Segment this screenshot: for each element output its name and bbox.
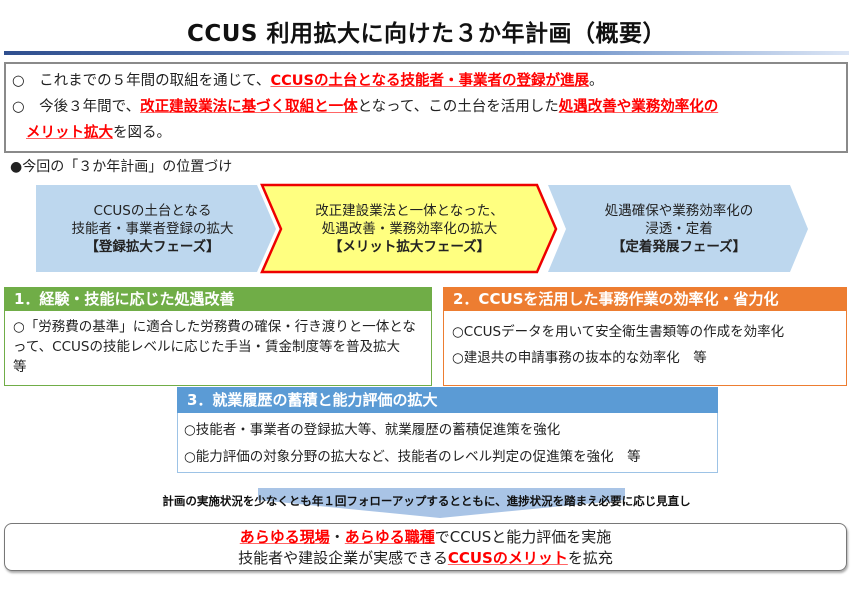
section-2-body: ○CCUSデータを用いて安全衛生書類等の作成を効率化 ○建退共の申請事務の抜本的な… (443, 311, 847, 386)
highlight-text: メリット拡大 (26, 125, 113, 141)
section-item: ○建退共の申請事務の抜本的な効率化 等 (452, 350, 707, 366)
text: 今後３年間で、 (24, 99, 141, 115)
text: となって、この土台を活用した (357, 99, 559, 115)
section-item: ○「労務費の基準」に適合した労務費の確保・行き渡りと一体となって、CCUSの技能… (13, 319, 416, 375)
conclusion-line-2: 技能者や建設企業が実感できるCCUSのメリットを拡充 (5, 548, 846, 569)
highlight-text: 改正建設業法に基づく取組と一体 (140, 99, 358, 115)
highlight-text: あらゆる職種 (344, 528, 435, 546)
section-3-body: ○技能者・事業者の登録拡大等、就業履歴の蓄積促進策を強化 ○能力評価の対象分野の拡… (177, 413, 718, 473)
text: を拡充 (567, 549, 613, 567)
phase-name: 【メリット拡大フェーズ】 (328, 239, 491, 255)
phase-2: 改正建設業法と一体となった、処遇改善・業務効率化の拡大【メリット拡大フェーズ】 (282, 202, 537, 256)
phase-text: CCUSの土台となる (93, 203, 212, 219)
phase-1: CCUSの土台となる技能者・事業者登録の拡大【登録拡大フェーズ】 (40, 202, 265, 256)
phase-arrow-2 (260, 183, 558, 274)
phase-text: 技能者・事業者登録の拡大 (71, 221, 234, 237)
phase-name: 【定着発展フェーズ】 (611, 239, 747, 255)
section-1-body: ○「労務費の基準」に適合した労務費の確保・行き渡りと一体となって、CCUSの技能… (4, 311, 432, 386)
phase-text: 浸透・定着 (645, 221, 713, 237)
text: 技能者や建設企業が実感できる (238, 549, 448, 567)
page-title: CCUS 利用拡大に向けた３か年計画（概要） (186, 21, 666, 47)
section-item: ○CCUSデータを用いて安全衛生書類等の作成を効率化 (452, 324, 785, 340)
section-1-header: 1．経験・技能に応じた処遇改善 (4, 287, 432, 311)
summary-line-2: ○ 今後３年間で、改正建設業法に基づく取組と一体となって、この土台を活用した処遇… (12, 94, 840, 120)
summary-line-3: メリット拡大を図る。 (12, 120, 840, 146)
title-divider (4, 51, 849, 55)
phase-text: 処遇改善・業務効率化の拡大 (321, 221, 498, 237)
text: でCCUSと能力評価を実施 (434, 528, 612, 546)
conclusion-box: あらゆる現場・あらゆる職種でCCUSと能力評価を実施 技能者や建設企業が実感でき… (4, 523, 847, 571)
text: ・ (329, 528, 345, 546)
section-2-header: 2．CCUSを活用した事務作業の効率化・省力化 (443, 287, 847, 311)
conclusion-line-1: あらゆる現場・あらゆる職種でCCUSと能力評価を実施 (5, 527, 846, 548)
highlight-text: CCUSの土台となる技能者・事業者の登録が進展 (270, 73, 590, 89)
section-item: ○能力評価の対象分野の拡大など、技能者のレベル判定の促進策を強化 等 (184, 449, 641, 465)
phase-arrow-1 (36, 185, 276, 272)
phase-text: 改正建設業法と一体となった、 (315, 203, 504, 219)
bullet: ○ (12, 99, 25, 115)
highlight-text: あらゆる現場 (239, 528, 330, 546)
phase-3: 処遇確保や業務効率化の浸透・定着【定着発展フェーズ】 (566, 202, 792, 256)
phase-text: 処遇確保や業務効率化の (604, 203, 754, 219)
phase-arrows (36, 183, 808, 274)
position-label: ●今回の「３か年計画」の位置づけ (10, 159, 233, 175)
phase-arrow-3 (548, 185, 808, 272)
down-arrow-banner (258, 488, 625, 518)
text: 。 (589, 73, 604, 89)
section-3-header: 3．就業履歴の蓄積と能力評価の拡大 (177, 387, 718, 413)
section-item: ○技能者・事業者の登録拡大等、就業履歴の蓄積促進策を強化 (184, 422, 561, 438)
text: を図る。 (113, 125, 171, 141)
phase-name: 【登録拡大フェーズ】 (85, 239, 220, 255)
followup-note: 計画の実施状況を少なくとも年１回フォローアップするとともに、進捗状況を踏まえ必要… (162, 494, 691, 508)
highlight-text: CCUSのメリット (447, 549, 568, 567)
summary-line-1: ○ これまでの５年間の取組を通じて、CCUSの土台となる技能者・事業者の登録が進… (12, 68, 840, 94)
summary-box: ○ これまでの５年間の取組を通じて、CCUSの土台となる技能者・事業者の登録が進… (4, 62, 848, 153)
highlight-text: 処遇改善や業務効率化の (558, 99, 719, 115)
text: これまでの５年間の取組を通じて、 (24, 73, 271, 89)
bullet: ○ (12, 73, 25, 89)
